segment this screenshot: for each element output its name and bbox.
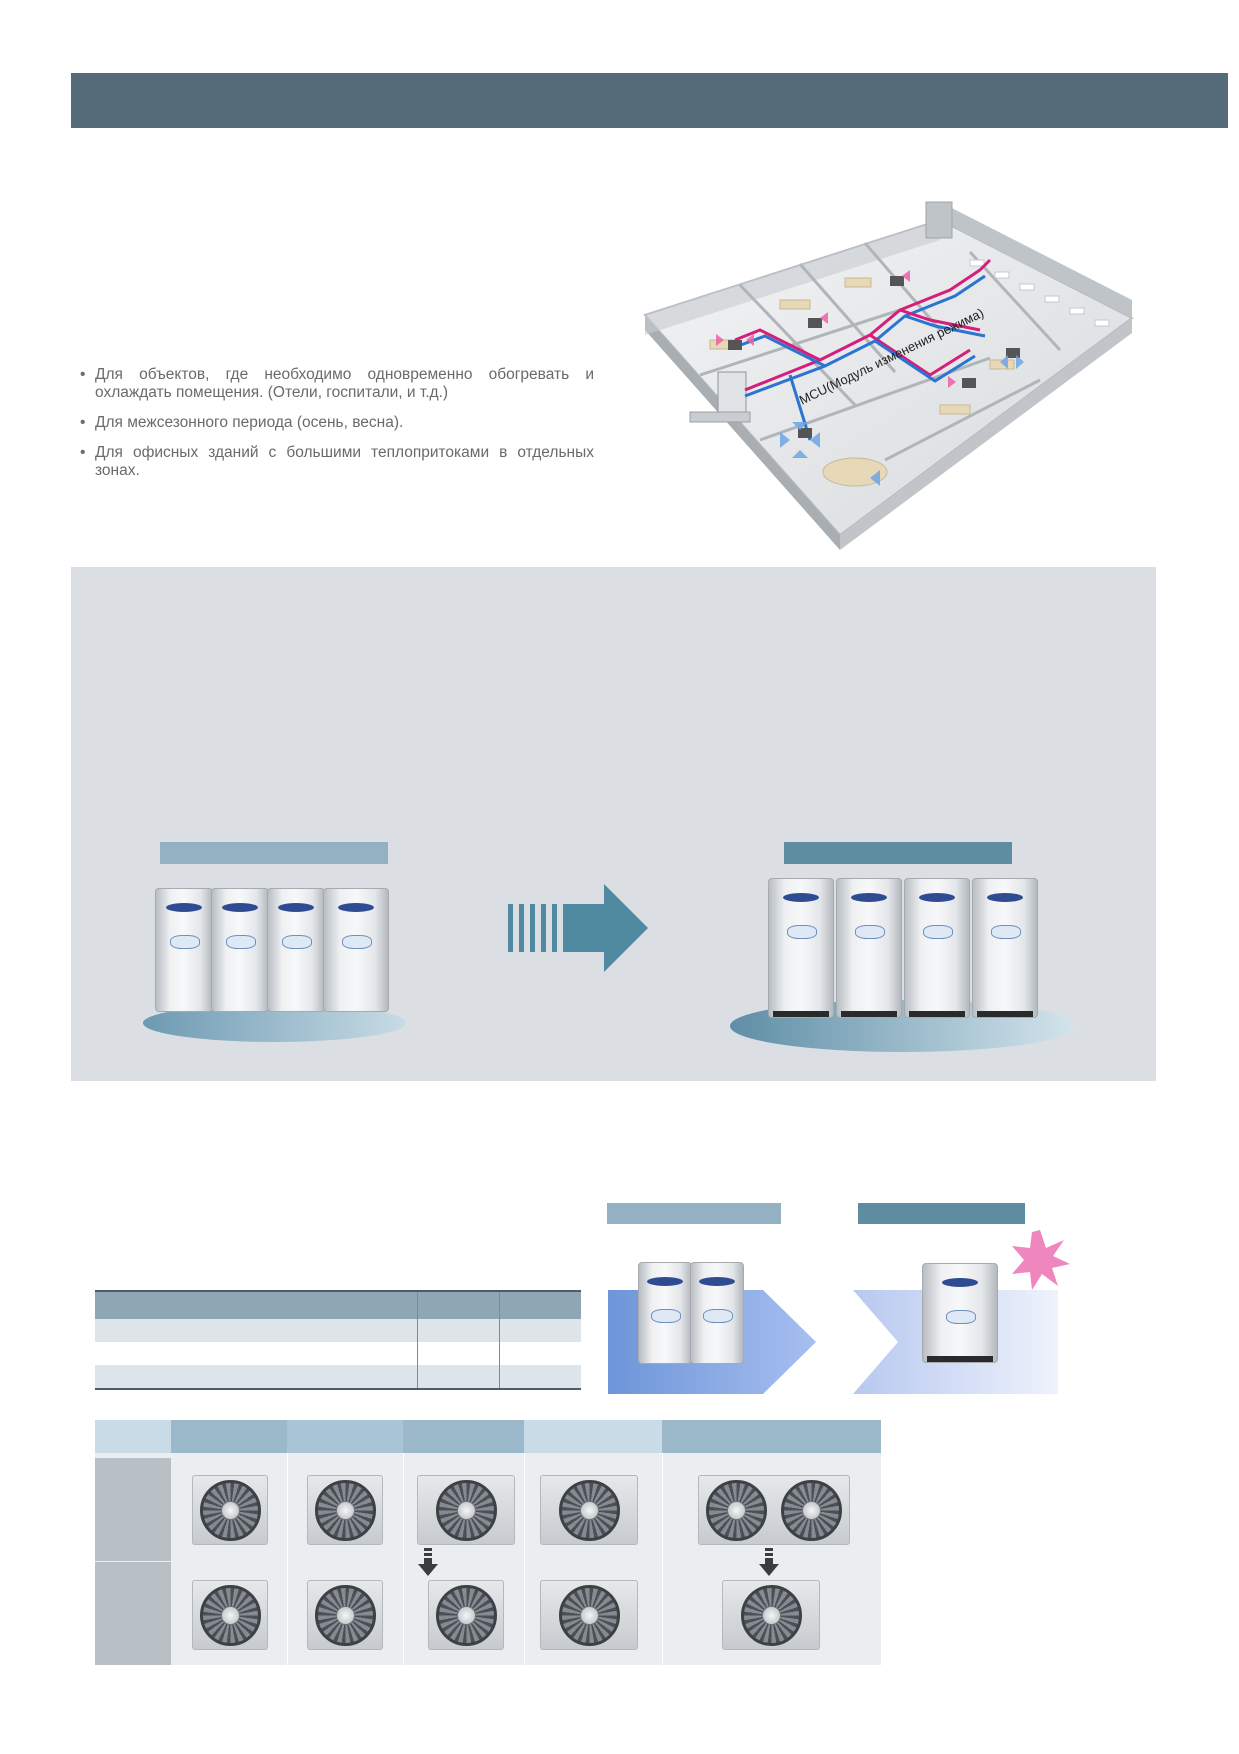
fan-unit-icon xyxy=(540,1580,638,1650)
header-bar xyxy=(71,73,1228,128)
spec-table xyxy=(95,1290,581,1390)
table-cell xyxy=(417,1365,501,1390)
right-label-bar xyxy=(784,842,1012,864)
outdoor-unit xyxy=(972,878,1038,1018)
outdoor-unit xyxy=(690,1262,744,1364)
table-cell xyxy=(95,1365,418,1390)
fan-unit-icon xyxy=(307,1475,383,1545)
fan-unit-icon xyxy=(722,1580,820,1650)
outdoor-unit xyxy=(155,888,213,1012)
grid-row-label xyxy=(95,1458,171,1561)
outdoor-unit xyxy=(768,878,834,1018)
transition-arrow xyxy=(508,884,648,972)
table-cell xyxy=(499,1342,581,1365)
fan-comparison-grid xyxy=(95,1420,881,1665)
outdoor-unit xyxy=(904,878,970,1018)
outdoor-unit xyxy=(267,888,325,1012)
table-cell xyxy=(95,1319,418,1342)
down-arrow-icon xyxy=(759,1548,779,1576)
grid-header-cell xyxy=(403,1420,524,1453)
table-row xyxy=(95,1319,581,1342)
lower-right-label-bar xyxy=(858,1203,1025,1224)
right-unit-group xyxy=(730,870,1075,1055)
lower-left-label-bar xyxy=(607,1203,781,1224)
column-separator xyxy=(287,1453,288,1665)
fan-unit-icon xyxy=(307,1580,383,1650)
grid-header-cell xyxy=(662,1420,881,1453)
table-cell xyxy=(499,1319,581,1342)
fan-unit-icon xyxy=(192,1475,268,1545)
highlight-star-icon xyxy=(1012,1230,1070,1290)
down-arrow-icon xyxy=(418,1548,438,1576)
column-separator xyxy=(403,1453,404,1665)
table-cell xyxy=(417,1342,501,1365)
grid-header-cell xyxy=(287,1420,403,1453)
table-cell xyxy=(417,1290,501,1319)
application-list: Для объектов, где необходимо одновременн… xyxy=(80,366,594,492)
left-unit-group xyxy=(143,880,406,1045)
bullet-item: Для объектов, где необходимо одновременн… xyxy=(80,366,594,402)
column-separator xyxy=(662,1453,663,1665)
table-row xyxy=(95,1342,581,1365)
outdoor-unit xyxy=(211,888,269,1012)
fan-unit-icon xyxy=(417,1475,515,1545)
table-cell xyxy=(95,1342,418,1365)
table-cell xyxy=(417,1319,501,1342)
table-header-row xyxy=(95,1290,581,1319)
bullet-item: Для межсезонного периода (осень, весна). xyxy=(80,414,594,432)
grid-header-cell xyxy=(171,1420,287,1453)
left-label-bar xyxy=(160,842,388,864)
grid-row-label xyxy=(95,1562,171,1665)
table-cell xyxy=(499,1365,581,1390)
fan-unit-icon xyxy=(698,1475,850,1545)
bullet-item: Для офисных зданий с большими теплоприто… xyxy=(80,444,594,480)
building-diagram: MCU(Модуль изменения режима) xyxy=(643,201,1134,550)
fan-unit-icon xyxy=(540,1475,638,1545)
column-separator xyxy=(524,1453,525,1665)
fan-unit-icon xyxy=(192,1580,268,1650)
table-cell xyxy=(499,1290,581,1319)
outdoor-unit xyxy=(638,1262,692,1364)
grid-header-cell xyxy=(95,1420,171,1453)
table-row xyxy=(95,1365,581,1390)
fan-unit-icon xyxy=(428,1580,504,1650)
outdoor-unit xyxy=(922,1263,998,1363)
outdoor-unit xyxy=(323,888,389,1012)
outdoor-unit xyxy=(836,878,902,1018)
grid-header-cell xyxy=(524,1420,662,1453)
table-cell xyxy=(95,1290,418,1319)
